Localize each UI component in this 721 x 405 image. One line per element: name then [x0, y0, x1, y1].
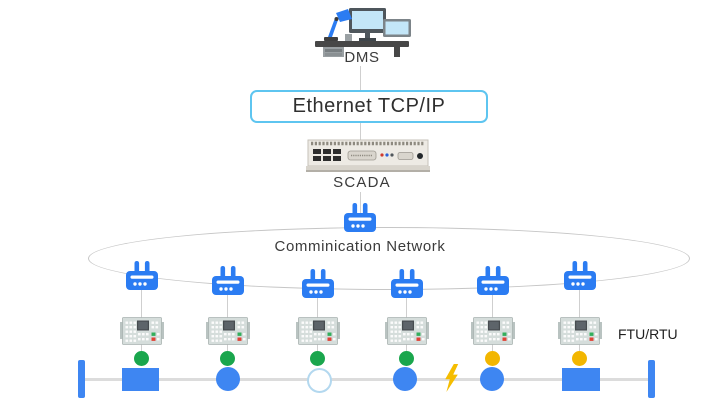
router-icon — [344, 203, 376, 232]
desk-lamp-icon — [324, 9, 352, 41]
desk-icon — [315, 34, 409, 57]
rtu-device-icon — [558, 317, 602, 345]
connector-dms-ethernet — [360, 66, 361, 90]
feeder-switch-closed — [216, 367, 240, 391]
dms-workstation-icon — [315, 8, 411, 57]
rtu-device-icon — [296, 317, 340, 345]
ethernet-tcpip-box: Ethernet TCP/IP — [250, 90, 488, 123]
connector-scada-router — [360, 192, 361, 213]
network-label: Comminication Network — [274, 238, 446, 255]
scada-label: SCADA — [333, 174, 391, 191]
router-icon — [212, 266, 244, 295]
rtu-device-icon — [471, 317, 515, 345]
second-monitor-icon — [383, 19, 411, 37]
ethernet-label: Ethernet TCP/IP — [292, 95, 446, 117]
rtu-device-icon — [206, 317, 250, 345]
status-dot — [310, 351, 325, 366]
router-icon — [564, 261, 596, 290]
router-icon — [302, 269, 334, 298]
router-icon — [391, 269, 423, 298]
feeder-breaker — [562, 368, 600, 391]
scada-server-icon — [306, 139, 430, 172]
status-dot — [572, 351, 587, 366]
feeder-line — [82, 378, 652, 381]
ftu-rtu-label: FTU/RTU — [618, 326, 678, 342]
feeder-bus-bar — [648, 360, 655, 398]
feeder-breaker — [122, 368, 159, 391]
feeder-switch-closed — [480, 367, 504, 391]
monitor-icon — [349, 8, 386, 41]
connector-column — [579, 281, 580, 351]
dms-label: DMS — [344, 49, 380, 66]
connector-column — [141, 281, 142, 351]
status-dot — [485, 351, 500, 366]
status-dot — [399, 351, 414, 366]
status-dot — [220, 351, 235, 366]
router-icon — [126, 261, 158, 290]
feeder-switch-closed — [393, 367, 417, 391]
router-icon — [477, 266, 509, 295]
feeder-bus-bar — [78, 360, 85, 398]
connector-ethernet-scada — [360, 123, 361, 140]
fault-lightning-icon — [445, 364, 459, 392]
rtu-device-icon — [120, 317, 164, 345]
rtu-device-icon — [385, 317, 429, 345]
network-ellipse — [88, 227, 690, 290]
status-dot — [134, 351, 149, 366]
feeder-switch-open — [307, 368, 332, 393]
